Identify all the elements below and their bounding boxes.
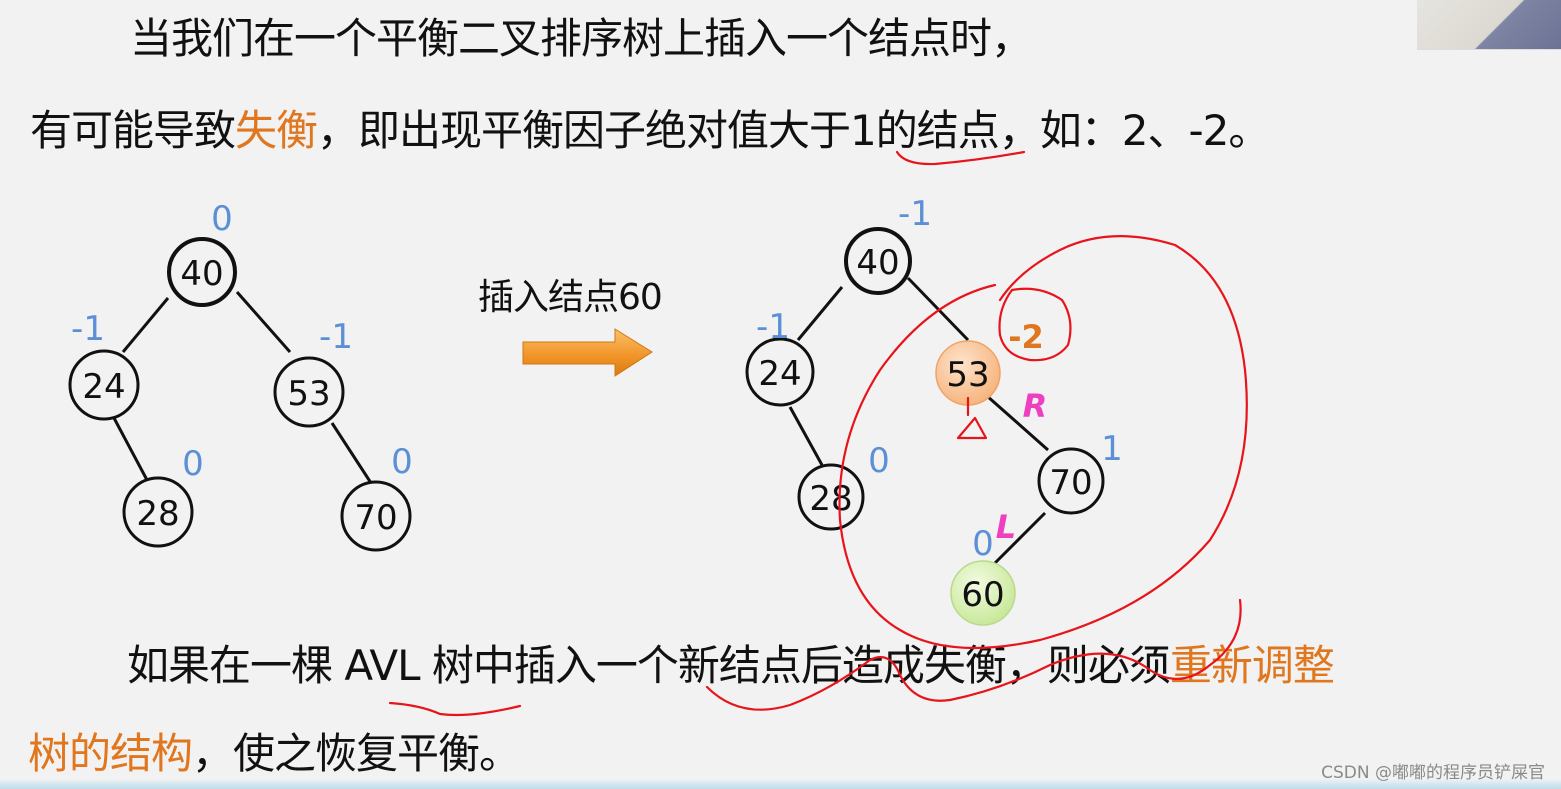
tree-node-40: 40 (844, 227, 912, 295)
svg-text:28: 28 (809, 479, 852, 519)
balance-factor: -1 (319, 317, 353, 357)
underline-greater-than-one (895, 150, 1026, 166)
svg-text:40: 40 (856, 243, 899, 283)
tree-node-40: 40 (167, 237, 237, 307)
highlight-readjust: 重新调整 (1169, 641, 1335, 690)
svg-text:70: 70 (1049, 463, 1092, 503)
balance-factor: -1 (898, 194, 932, 234)
line2-part3: 的结点，如：2、-2。 (875, 106, 1271, 155)
tree-node-28: 28 (122, 476, 194, 548)
svg-text:70: 70 (354, 498, 397, 538)
tree-before: 40 0 24 -1 53 -1 28 0 70 0 (68, 199, 413, 552)
balance-factor: 0 (972, 524, 994, 564)
tree-node-60-inserted: 60 (950, 560, 1016, 626)
tree-node-70: 70 (1037, 447, 1105, 515)
balance-factor: 1 (1101, 429, 1123, 469)
tree-node-24: 24 (745, 337, 815, 407)
scribble-through-text (705, 598, 1242, 711)
slide-text-line-1: 当我们在一个平衡二叉排序树上插入一个结点时， (130, 14, 1033, 63)
right-arrow-icon (522, 328, 653, 377)
red-pen-annotations (388, 150, 1248, 717)
balance-factor: 0 (182, 444, 204, 484)
svg-text:53: 53 (287, 374, 330, 414)
slide-text-line-4: 树的结构，使之恢复平衡。 (28, 733, 521, 775)
highlight-imbalance: 失衡 (235, 106, 318, 155)
rotation-label-r: R (1023, 387, 1048, 425)
line2-part1: 有可能导致 (30, 106, 236, 155)
line4-part2: ，使之恢复平衡。 (192, 729, 521, 778)
balance-factor: 0 (211, 199, 233, 239)
tree-node-53-unbalanced: 53 (935, 340, 1001, 406)
rotation-label-l: L (996, 508, 1016, 546)
underlined-greater-than-one: 大于1 (768, 106, 877, 155)
circle-around-minus-two (998, 287, 1072, 362)
svg-text:60: 60 (961, 575, 1004, 615)
csdn-watermark: CSDN @嘟嘟的程序员铲屎官 (1321, 763, 1545, 783)
tree-node-53: 53 (273, 356, 345, 428)
svg-text:24: 24 (82, 367, 125, 407)
underlined-avl: AVL (344, 641, 420, 690)
tree-after: 40 -1 24 -1 53 -2 28 0 70 1 60 0 R L (745, 194, 1123, 626)
presenter-webcam-thumbnail (1417, 0, 1561, 50)
slide-text-line-2: 有可能导致失衡，即出现平衡因子绝对值大于1的结点，如：2、-2。 (30, 110, 1270, 152)
triangle-marker (956, 396, 988, 440)
line3-part1: 如果在一棵 (127, 641, 345, 690)
tree-node-28: 28 (797, 463, 865, 531)
balance-factor-critical: -2 (1008, 318, 1044, 356)
balance-factor: 0 (868, 441, 890, 481)
tree-node-70: 70 (340, 480, 412, 552)
balance-factor: 0 (391, 442, 413, 482)
decorative-bottom-wave (0, 779, 1561, 789)
balance-factor: -1 (71, 309, 105, 349)
svg-text:40: 40 (180, 254, 223, 294)
highlight-tree-structure: 树的结构 (28, 729, 193, 778)
line2-part2: ，即出现平衡因子绝对值 (317, 106, 769, 155)
underline-avl (388, 701, 522, 717)
balance-factor: -1 (756, 307, 790, 347)
svg-text:28: 28 (136, 494, 179, 534)
insert-caption: 插入结点60 (478, 277, 663, 318)
svg-text:53: 53 (946, 355, 989, 395)
svg-text:24: 24 (758, 354, 801, 394)
tree-node-24: 24 (68, 349, 140, 421)
loop-around-subtree (838, 235, 1248, 650)
